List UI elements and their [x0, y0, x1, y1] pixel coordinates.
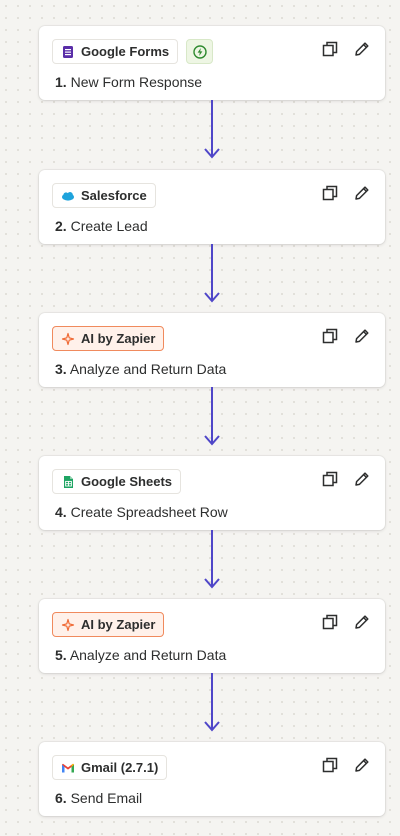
- step-card-5[interactable]: AI by Zapier 5. Analyze and Return Data: [39, 599, 385, 673]
- step-card-1[interactable]: Google Forms 1. Ne: [39, 26, 385, 100]
- copy-button[interactable]: [321, 613, 339, 631]
- copy-icon: [322, 185, 338, 201]
- ai-sparkle-icon: [61, 618, 75, 631]
- copy-button[interactable]: [321, 327, 339, 345]
- copy-icon: [322, 614, 338, 630]
- bolt-icon: [192, 44, 207, 59]
- app-name: Salesforce: [81, 188, 147, 203]
- edit-button[interactable]: [353, 40, 371, 58]
- copy-icon: [322, 471, 338, 487]
- pencil-icon: [355, 186, 369, 200]
- copy-button[interactable]: [321, 184, 339, 202]
- copy-icon: [322, 41, 338, 57]
- step-number: 3.: [55, 361, 67, 377]
- card-actions: [321, 470, 371, 488]
- app-name: AI by Zapier: [81, 331, 156, 346]
- app-name: Google Forms: [81, 44, 170, 59]
- arrow-down-icon: [204, 100, 220, 159]
- step-card-3[interactable]: AI by Zapier 3. Analyze and Return Data: [39, 313, 385, 387]
- step-card-2[interactable]: Salesforce 2. Create Lead: [39, 170, 385, 244]
- step-action: Create Lead: [70, 218, 148, 234]
- google-sheets-icon: [64, 475, 73, 488]
- step-number: 2.: [55, 218, 67, 234]
- app-chip-salesforce: Salesforce: [52, 183, 156, 208]
- step-action: Analyze and Return Data: [69, 361, 227, 377]
- copy-icon: [322, 757, 338, 773]
- arrow-down-icon: [204, 530, 220, 589]
- app-chip-google-sheets: Google Sheets: [52, 469, 182, 494]
- step-title: 5. Analyze and Return Data: [55, 647, 226, 663]
- step-action: Send Email: [70, 790, 143, 806]
- card-actions: [321, 184, 371, 202]
- app-chip-ai-by-zapier: AI by Zapier: [52, 612, 165, 637]
- step-number: 6.: [55, 790, 67, 806]
- edit-button[interactable]: [353, 470, 371, 488]
- app-chip-gmail: Gmail (2.7.1): [52, 755, 168, 780]
- salesforce-icon: [62, 191, 74, 201]
- card-actions: [321, 327, 371, 345]
- edit-button[interactable]: [353, 184, 371, 202]
- step-number: 5.: [55, 647, 67, 663]
- step-action: Analyze and Return Data: [69, 647, 227, 663]
- trigger-badge: [186, 39, 213, 64]
- pencil-icon: [355, 472, 369, 486]
- app-name: Gmail (2.7.1): [81, 760, 159, 775]
- pencil-icon: [355, 758, 369, 772]
- copy-icon: [322, 328, 338, 344]
- app-chip-google-forms: Google Forms: [52, 39, 179, 64]
- step-title: 3. Analyze and Return Data: [55, 361, 226, 377]
- step-card-4[interactable]: Google Sheets 4. Create Spreadsheet Row: [39, 456, 385, 530]
- copy-button[interactable]: [321, 470, 339, 488]
- step-title: 2. Create Lead: [55, 218, 148, 234]
- edit-button[interactable]: [353, 613, 371, 631]
- step-title: 1. New Form Response: [55, 74, 202, 90]
- arrow-down-icon: [204, 244, 220, 303]
- step-title: 6. Send Email: [55, 790, 142, 806]
- app-chip-ai-by-zapier: AI by Zapier: [52, 326, 165, 351]
- step-number: 4.: [55, 504, 67, 520]
- arrow-down-icon: [204, 673, 220, 732]
- step-action: Create Spreadsheet Row: [70, 504, 228, 520]
- pencil-icon: [355, 615, 369, 629]
- card-actions: [321, 40, 371, 58]
- gmail-icon: [62, 763, 74, 772]
- app-name: Google Sheets: [81, 474, 173, 489]
- ai-sparkle-icon: [61, 332, 75, 345]
- edit-button[interactable]: [353, 327, 371, 345]
- step-card-6[interactable]: Gmail (2.7.1) 6. Send Email: [39, 742, 385, 816]
- arrow-down-icon: [204, 387, 220, 446]
- copy-button[interactable]: [321, 756, 339, 774]
- google-forms-icon: [63, 45, 73, 58]
- edit-button[interactable]: [353, 756, 371, 774]
- step-action: New Form Response: [70, 74, 203, 90]
- card-actions: [321, 756, 371, 774]
- copy-button[interactable]: [321, 40, 339, 58]
- step-title: 4. Create Spreadsheet Row: [55, 504, 228, 520]
- app-name: AI by Zapier: [81, 617, 156, 632]
- pencil-icon: [355, 42, 369, 56]
- card-actions: [321, 613, 371, 631]
- step-number: 1.: [55, 74, 67, 90]
- pencil-icon: [355, 329, 369, 343]
